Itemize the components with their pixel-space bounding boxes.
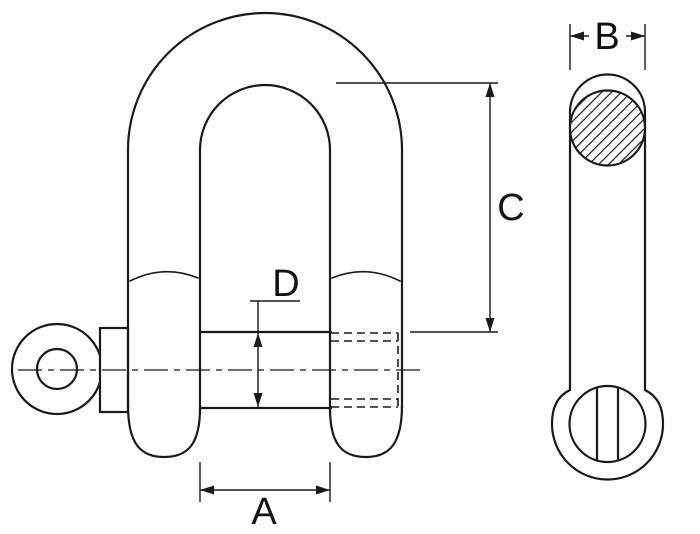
dim-b-arrow-left <box>570 31 584 41</box>
dim-a-arrow-right <box>316 485 330 495</box>
dim-a-arrow-left <box>200 485 214 495</box>
eye-pin-head <box>568 384 647 464</box>
right-leg-foot <box>328 403 404 459</box>
bow-outer-contour <box>126 11 404 410</box>
front-view-shackle <box>10 11 420 459</box>
dimension-a: A <box>199 462 331 533</box>
side-view-body <box>550 73 665 481</box>
left-leg-foot <box>126 403 202 459</box>
dimension-c: C <box>336 82 525 333</box>
dim-c-arrow-top <box>485 83 495 97</box>
dim-label-c: C <box>497 187 524 229</box>
dim-label-a: A <box>251 491 277 533</box>
dimension-b: B <box>569 16 646 70</box>
dim-d-arrow-top <box>253 333 263 347</box>
side-view-shackle <box>550 73 665 481</box>
dim-d-arrow-bottom <box>253 393 263 407</box>
bow-cross-section-hatched <box>568 89 647 167</box>
dim-label-b: B <box>594 16 619 58</box>
dim-b-arrow-right <box>631 31 645 41</box>
dim-label-d: D <box>272 263 299 305</box>
dimension-d: D <box>250 263 300 408</box>
left-leg-contour-line <box>129 270 199 282</box>
dim-c-arrow-bottom <box>485 318 495 332</box>
right-leg-contour-line <box>331 270 401 282</box>
bow-inner-contour <box>198 83 332 410</box>
pin-eye-hole <box>35 347 79 391</box>
